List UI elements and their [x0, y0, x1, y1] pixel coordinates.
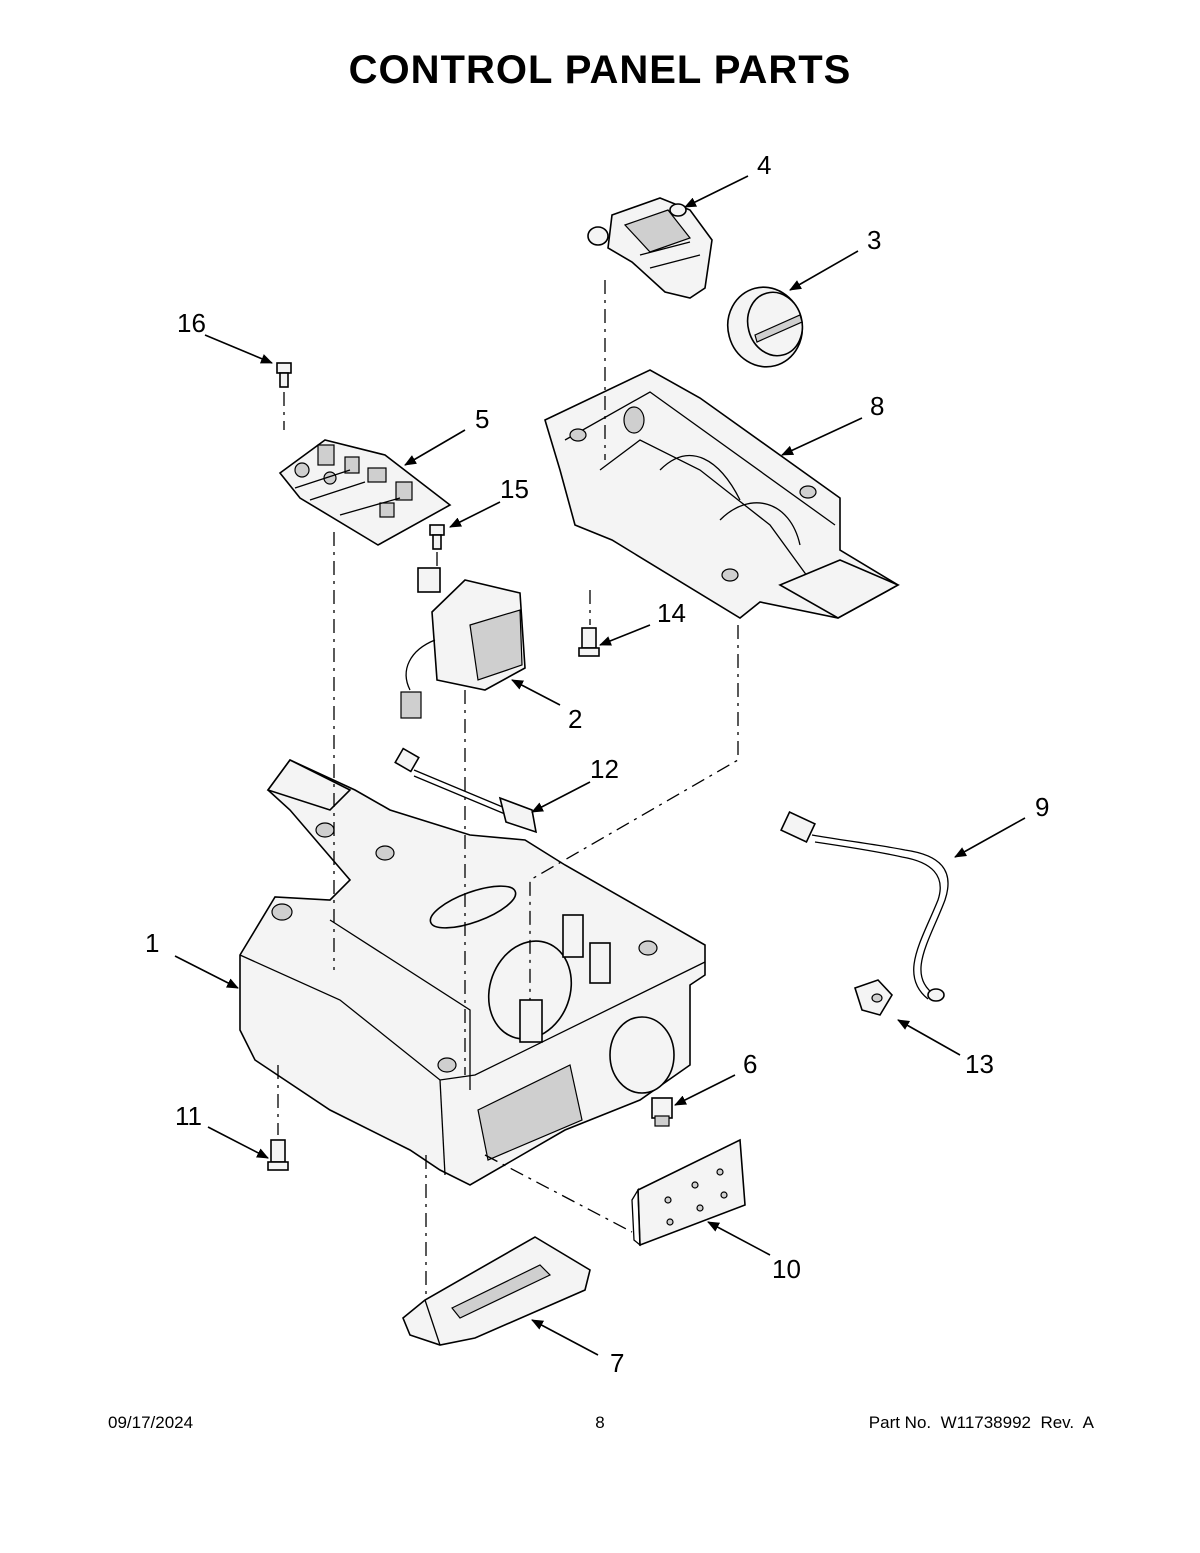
callout-16: 16 [177, 308, 206, 338]
callout-11: 11 [175, 1101, 202, 1131]
part-1-control-housing [239, 758, 706, 1186]
callout-15: 15 [500, 474, 529, 504]
part-15-screw [429, 524, 445, 550]
callout-13: 13 [965, 1049, 994, 1079]
callout-3: 3 [867, 225, 881, 255]
page-title: CONTROL PANEL PARTS [348, 48, 852, 92]
footer-part-number: Part No. W11738992 Rev. A [868, 1413, 1094, 1432]
part-5-control-board [278, 439, 452, 546]
callout-6: 6 [743, 1049, 757, 1079]
part-13-connector [854, 979, 893, 1016]
callout-7: 7 [610, 1348, 624, 1378]
callout-12: 12 [590, 754, 619, 784]
callout-14: 14 [657, 598, 686, 628]
callout-4: 4 [757, 150, 771, 180]
callout-10: 10 [772, 1254, 801, 1284]
part-2-transformer [400, 567, 526, 719]
assembly-lines [277, 280, 739, 1295]
callout-8: 8 [870, 391, 884, 421]
part-3-cap [726, 286, 804, 368]
callout-5: 5 [475, 404, 489, 434]
part-16-screw [276, 362, 292, 388]
part-10-interface-board [631, 1138, 746, 1247]
part-11-screw [267, 1139, 289, 1171]
callout-labels: 4 3 16 5 8 15 14 2 12 9 1 13 6 11 10 7 [145, 150, 1049, 1378]
part-14-screw [578, 627, 600, 657]
part-12-wire-harness [394, 747, 538, 834]
part-8-upper-housing [544, 369, 900, 619]
part-9-wire-harness [780, 810, 949, 1002]
callout-leaders [174, 175, 1026, 1356]
part-4-dispenser-housing [587, 197, 713, 299]
callout-2: 2 [568, 704, 582, 734]
callout-9: 9 [1035, 792, 1049, 822]
part-7-actuator [402, 1236, 591, 1346]
callout-1: 1 [145, 928, 159, 958]
footer-page-number: 8 [595, 1413, 605, 1432]
footer-date: 09/17/2024 [108, 1413, 194, 1432]
part-6-switch [651, 1097, 673, 1127]
